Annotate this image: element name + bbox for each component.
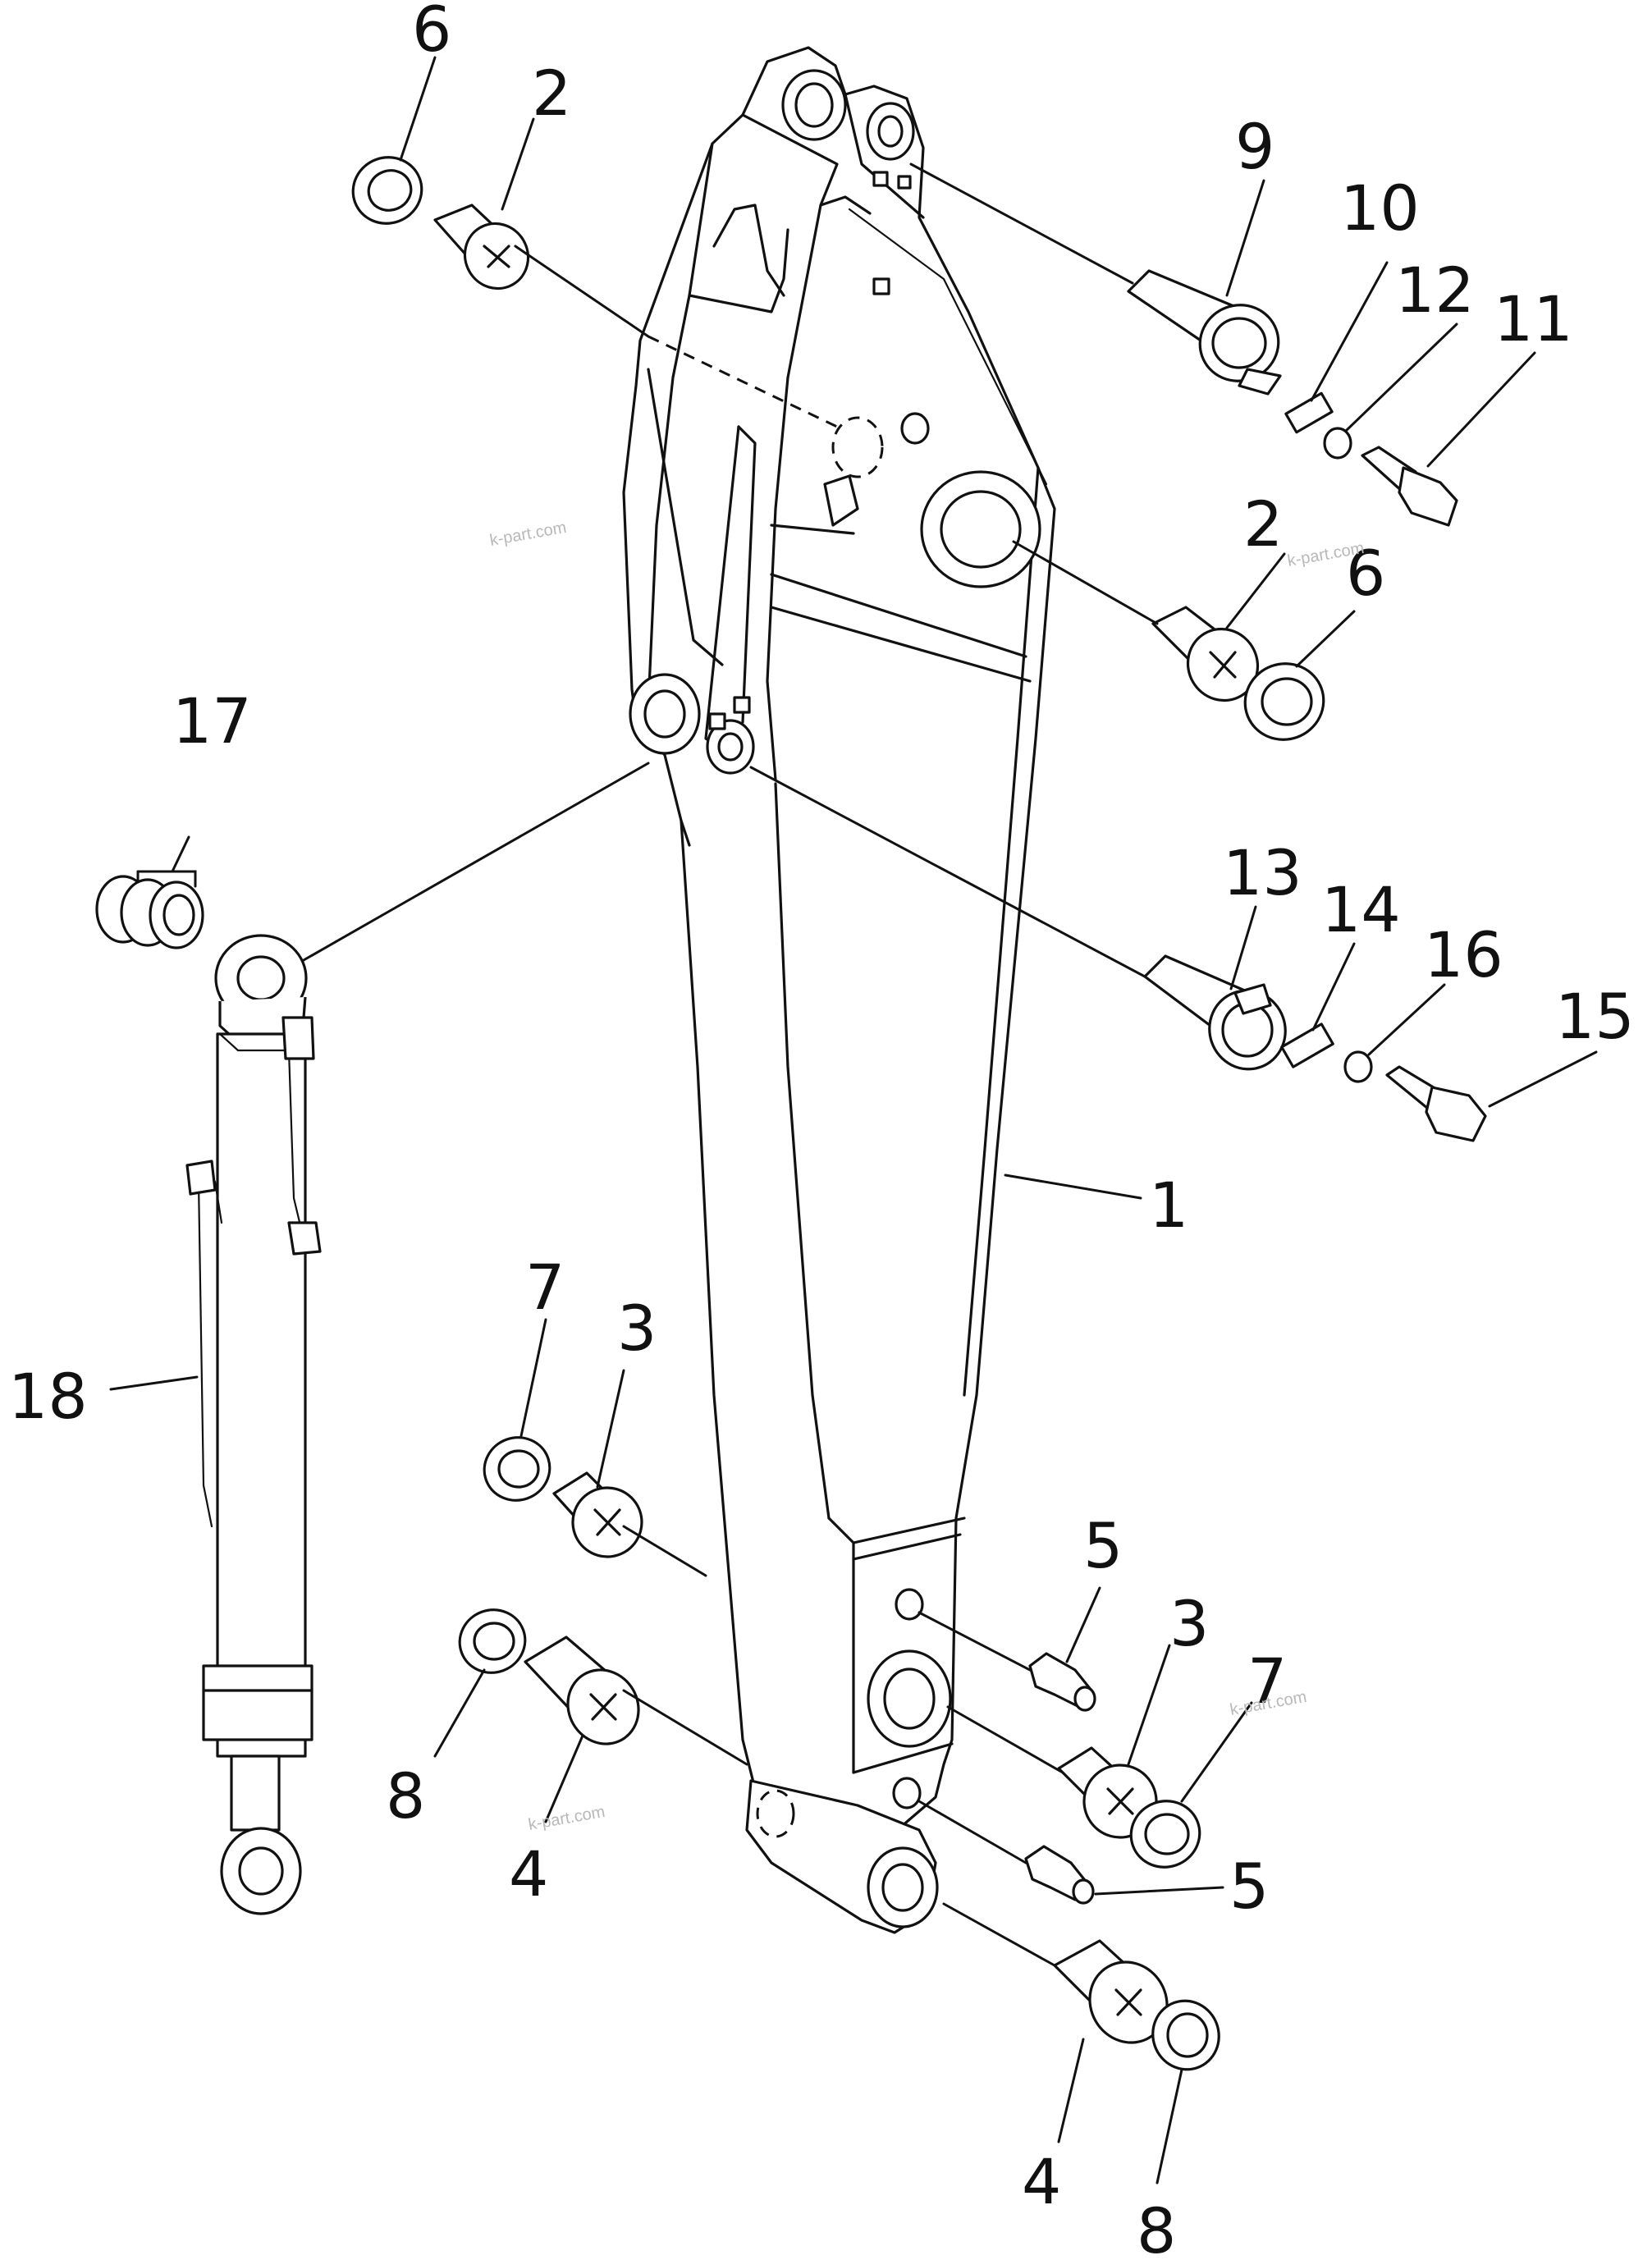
callout-6-top: 6 — [412, 0, 451, 66]
bushing-2-top — [433, 204, 530, 291]
grease-fitting-5-lower — [1024, 1845, 1095, 1905]
bolt-15 — [1385, 1065, 1487, 1142]
seal-7-right — [1129, 1800, 1201, 1869]
callout-7-right: 7 — [1247, 1645, 1287, 1718]
callout-3-left: 3 — [617, 1292, 657, 1365]
callout-14: 14 — [1321, 873, 1401, 946]
boom-cylinder — [185, 934, 322, 1915]
callout-leaders — [109, 56, 1598, 2185]
callout-4-right: 4 — [1022, 2145, 1061, 2218]
bushing-4-right — [1053, 1939, 1169, 2044]
watermark-4: k-part.com — [527, 1803, 606, 1834]
seal-6-mid — [1243, 662, 1325, 741]
boom — [622, 46, 1056, 1934]
callout-8-left: 8 — [386, 1759, 425, 1832]
callouts: 1 2 2 3 3 4 4 5 5 6 6 7 7 8 8 9 10 11 12… — [8, 0, 1635, 2260]
callout-13: 13 — [1223, 836, 1302, 909]
callout-15: 15 — [1555, 980, 1635, 1053]
callout-4-left: 4 — [509, 1837, 548, 1910]
callout-1: 1 — [1149, 1169, 1188, 1242]
plate-14 — [1280, 1022, 1334, 1068]
bolt-11 — [1361, 446, 1458, 527]
pin-13 — [1143, 954, 1287, 1071]
shims-17 — [95, 875, 204, 949]
washer-12 — [1323, 427, 1352, 460]
callout-11: 11 — [1494, 282, 1573, 355]
seal-7-left — [483, 1436, 551, 1502]
callout-17: 17 — [172, 684, 252, 757]
callout-16: 16 — [1424, 918, 1503, 991]
callout-2-mid: 2 — [1243, 487, 1283, 560]
callout-5-lower: 5 — [1229, 1850, 1269, 1923]
callout-18: 18 — [8, 1360, 88, 1433]
callout-2-top: 2 — [532, 57, 571, 130]
watermark-1: k-part.com — [488, 519, 568, 550]
bushing-4-left — [524, 1636, 640, 1745]
bushing-2-mid — [1151, 606, 1260, 702]
callout-6-mid: 6 — [1346, 537, 1385, 610]
callout-3-right: 3 — [1169, 1587, 1209, 1660]
callout-9: 9 — [1235, 110, 1274, 183]
callout-5-upper: 5 — [1083, 1509, 1123, 1582]
bushing-3-left — [552, 1471, 643, 1558]
pin-9 — [1127, 269, 1282, 396]
seal-6-top — [351, 156, 423, 225]
washer-16 — [1343, 1050, 1373, 1083]
seal-8-left — [458, 1608, 527, 1674]
callout-12: 12 — [1395, 254, 1475, 327]
callout-7-left: 7 — [525, 1251, 565, 1324]
callout-8-right: 8 — [1137, 2194, 1176, 2260]
seal-8-right — [1151, 1999, 1220, 2071]
assembly-lines — [302, 162, 1159, 1967]
grease-fitting-5-upper — [1028, 1652, 1096, 1712]
callout-10: 10 — [1340, 172, 1420, 245]
plate-10 — [1284, 391, 1334, 434]
